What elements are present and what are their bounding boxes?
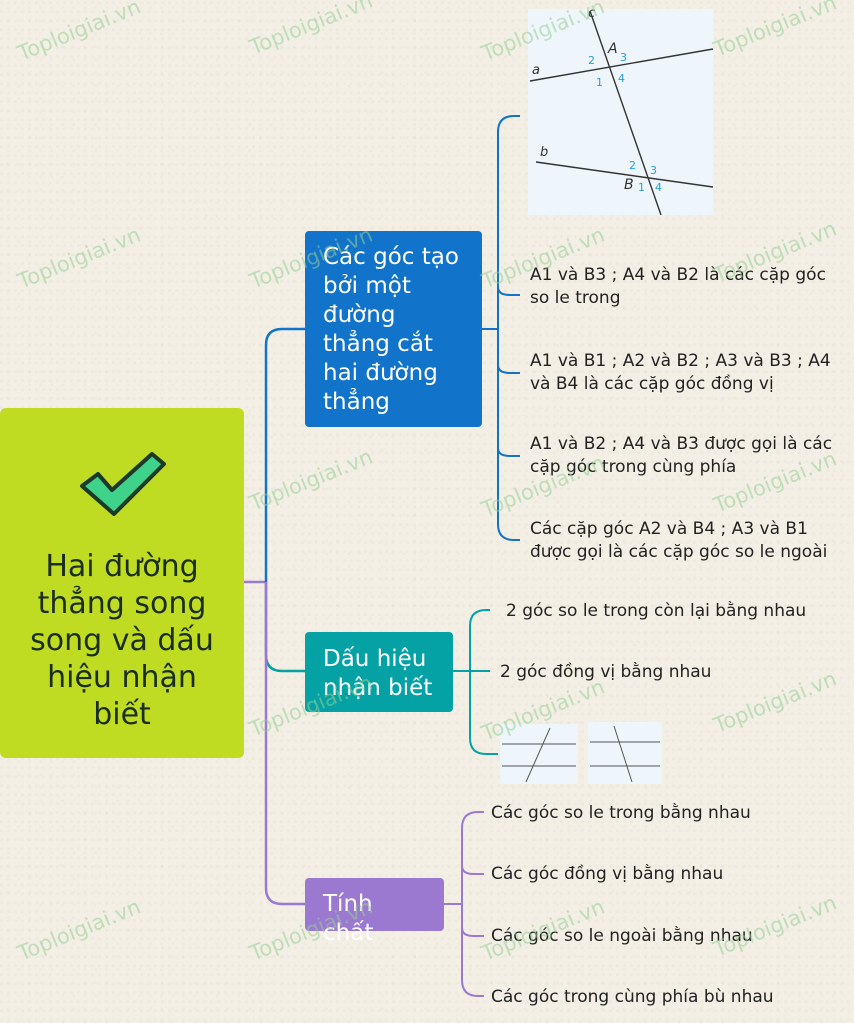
transversal-figure: a b c A B 2 3 1 4 2 3 1 4 bbox=[528, 9, 713, 215]
angle-a3: 3 bbox=[620, 51, 627, 64]
branch-signs: Dấu hiệu nhận biết bbox=[305, 632, 453, 712]
branch-angles-label: Các góc tạo bởi một đường thẳng cắt hai … bbox=[323, 244, 459, 415]
leaf-prop-exterior: Các góc so le ngoài bằng nhau bbox=[491, 926, 753, 946]
branch-angles: Các góc tạo bởi một đường thẳng cắt hai … bbox=[305, 231, 482, 427]
leaf-sign-alternate: 2 góc so le trong còn lại bằng nhau bbox=[506, 601, 807, 621]
leaf-same-side-interior: A1 và B2 ; A4 và B3 được gọi là các cặp … bbox=[530, 434, 833, 477]
angle-b2: 2 bbox=[629, 159, 636, 172]
angle-a2: 2 bbox=[588, 54, 595, 67]
leaf-alternate-exterior: Các cặp góc A2 và B4 ; A3 và B1 được gọi… bbox=[530, 519, 828, 562]
leaf-prop-alternate: Các góc so le trong bằng nhau bbox=[491, 803, 751, 823]
angle-a1: 1 bbox=[596, 76, 603, 89]
label-b: b bbox=[540, 145, 548, 160]
leaf-alternate-interior: A1 và B3 ; A4 và B2 là các cặp góc so le… bbox=[530, 265, 826, 308]
small-figure-1 bbox=[500, 724, 578, 784]
angle-b1: 1 bbox=[638, 181, 645, 194]
leaf-prop-corresponding: Các góc đồng vị bằng nhau bbox=[491, 864, 724, 884]
label-point-a: A bbox=[607, 41, 618, 57]
root-title: Hai đường thẳng song song và dấu hiệu nh… bbox=[30, 549, 214, 732]
root-node: Hai đường thẳng song song và dấu hiệu nh… bbox=[0, 408, 244, 758]
label-a: a bbox=[532, 63, 540, 78]
branch-properties-label: Tính chất bbox=[323, 891, 374, 946]
small-figure-2 bbox=[588, 722, 662, 784]
leaf-sign-corresponding: 2 góc đồng vị bằng nhau bbox=[500, 662, 712, 682]
checkmark-icon bbox=[80, 452, 166, 516]
label-c: c bbox=[588, 9, 595, 21]
angle-b4: 4 bbox=[655, 181, 662, 194]
angle-a4: 4 bbox=[618, 72, 625, 85]
branch-properties: Tính chất bbox=[305, 878, 444, 946]
angle-b3: 3 bbox=[650, 164, 657, 177]
leaf-prop-same-side: Các góc trong cùng phía bù nhau bbox=[491, 987, 774, 1007]
branch-signs-label: Dấu hiệu nhận biết bbox=[323, 646, 433, 701]
leaf-corresponding: A1 và B1 ; A2 và B2 ; A3 và B3 ; A4 và B… bbox=[530, 351, 831, 394]
label-point-b: B bbox=[624, 177, 634, 193]
